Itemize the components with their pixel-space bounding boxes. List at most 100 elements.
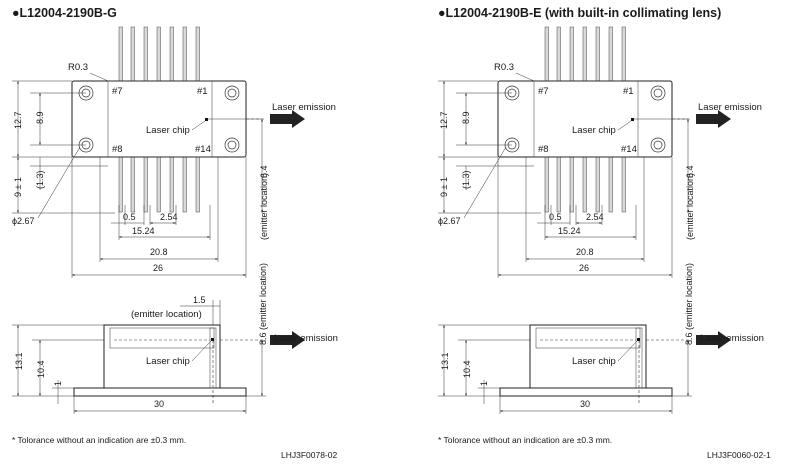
lead-pin bbox=[182, 156, 187, 213]
dim-package-width-26: 26 bbox=[153, 263, 163, 273]
pin1-label: #1 bbox=[197, 86, 208, 97]
lead-pin bbox=[156, 26, 161, 82]
lead-pin bbox=[169, 156, 174, 213]
dim-emitter-height-8-6: 8.6 (emitter location) bbox=[684, 263, 694, 345]
laser-emission-side-arrow bbox=[696, 331, 731, 349]
laser-chip-side-marker bbox=[211, 338, 214, 341]
lead-pin bbox=[544, 156, 549, 213]
pin7-label: #7 bbox=[112, 86, 123, 97]
mounting-hole bbox=[650, 85, 666, 101]
laser-chip-side-marker bbox=[637, 338, 640, 341]
pin-diameter-label: ϕ2.67 bbox=[438, 216, 461, 226]
lead-pin bbox=[544, 26, 549, 82]
lead-pin bbox=[195, 156, 200, 213]
drawing-code: LHJ3F0078-02 bbox=[281, 450, 338, 460]
lead-pin bbox=[118, 156, 123, 213]
drawing-l12004-2190b-g: ●L12004-2190B-G R0.3 #7 #1 #8 #14 Laser … bbox=[12, 6, 338, 460]
dim-package-width-26: 26 bbox=[579, 263, 589, 273]
dim-emitter-height-8-6: 8.6 (emitter location) bbox=[258, 263, 268, 345]
laser-emission-label: Laser emission bbox=[698, 102, 762, 113]
lead-pin bbox=[621, 26, 626, 82]
lead-pin bbox=[608, 26, 613, 82]
laser-chip-side-label: Laser chip bbox=[146, 356, 190, 367]
lead-pin bbox=[556, 26, 561, 82]
corner-radius-label: R0.3 bbox=[494, 62, 514, 73]
upper-pin-row bbox=[544, 26, 626, 82]
drawing-title: ●L12004-2190B-G bbox=[12, 6, 117, 20]
lead-pin bbox=[143, 26, 148, 82]
dim-pin-pitch-2-54: 2.54 bbox=[160, 212, 178, 222]
dim-emitter-6-4: 6.4 bbox=[685, 165, 695, 178]
lead-pin bbox=[582, 26, 587, 82]
lead-pin bbox=[608, 156, 613, 213]
laser-chip-label: Laser chip bbox=[572, 125, 616, 136]
laser-emission-arrow bbox=[270, 110, 305, 128]
dim-hole-span-20-8: 20.8 bbox=[576, 247, 594, 257]
lead-pin bbox=[195, 26, 200, 82]
pin7-label: #7 bbox=[538, 86, 549, 97]
pin14-label: #14 bbox=[195, 144, 211, 155]
lead-pin bbox=[595, 26, 600, 82]
pin-diameter-label: ϕ2.67 bbox=[12, 216, 35, 226]
dim-emitter-location-note: (emitter location) bbox=[685, 173, 695, 240]
dim-standoff-1-3: (1.3) bbox=[35, 170, 45, 189]
lead-pin bbox=[569, 26, 574, 82]
dim-standoff-1-3: (1.3) bbox=[461, 170, 471, 189]
laser-emission-side-label: Laser emission bbox=[274, 333, 338, 344]
upper-pin-row bbox=[118, 26, 200, 82]
dim-height-10-4: 10.4 bbox=[36, 360, 46, 378]
lower-pin-row bbox=[118, 156, 200, 213]
lead-pin bbox=[595, 156, 600, 213]
laser-emission-side-label: Laser emission bbox=[700, 333, 764, 344]
dim-total-height-13-1: 13.1 bbox=[440, 352, 450, 370]
lead-pin bbox=[143, 156, 148, 213]
dim-emitter-6-4: 6.4 bbox=[259, 165, 269, 178]
dim-pin-length-9: 9 ± 1 bbox=[13, 177, 23, 197]
dim-pin-width-0-5: 0.5 bbox=[549, 212, 562, 222]
dim-total-height-13-1: 13.1 bbox=[14, 352, 24, 370]
emitter-location-side-label: (emitter location) bbox=[131, 309, 202, 320]
package-base-flange bbox=[73, 387, 247, 397]
dim-flange-1: 1 bbox=[53, 381, 63, 386]
package-base-flange bbox=[499, 387, 673, 397]
dim-hole-pitch-8-9: 8.9 bbox=[461, 111, 471, 124]
lead-pin bbox=[118, 26, 123, 82]
dim-hole-pitch-8-9: 8.9 bbox=[35, 111, 45, 124]
dim-base-width-30: 30 bbox=[580, 399, 590, 409]
corner-radius-label: R0.3 bbox=[68, 62, 88, 73]
lead-pin bbox=[569, 156, 574, 213]
pin8-label: #8 bbox=[538, 144, 549, 155]
laser-emission-side-arrow bbox=[270, 331, 305, 349]
lead-pin bbox=[556, 156, 561, 213]
dim-height-10-4: 10.4 bbox=[462, 360, 472, 378]
lead-pin bbox=[621, 156, 626, 213]
laser-chip-label: Laser chip bbox=[146, 125, 190, 136]
laser-emission-label: Laser emission bbox=[272, 102, 336, 113]
dim-emitter-offset-1-5: 1.5 bbox=[193, 295, 206, 305]
dim-flange-1: 1 bbox=[479, 381, 489, 386]
dim-pin-width-0-5: 0.5 bbox=[123, 212, 136, 222]
laser-chip-marker bbox=[205, 118, 208, 121]
lead-pin bbox=[130, 26, 135, 82]
pin14-label: #14 bbox=[621, 144, 637, 155]
lead-pin bbox=[130, 156, 135, 213]
dim-hole-span-20-8: 20.8 bbox=[150, 247, 168, 257]
tolerance-note: * Tolorance without an indication are ±0… bbox=[438, 435, 612, 445]
package-side-view bbox=[529, 324, 647, 389]
drawing-l12004-2190b-e: ●L12004-2190B-E (with built-in collimati… bbox=[438, 6, 771, 460]
dim-pin-length-9: 9 ± 1 bbox=[439, 177, 449, 197]
laser-chip-side-label: Laser chip bbox=[572, 356, 616, 367]
drawing-title: ●L12004-2190B-E (with built-in collimati… bbox=[438, 6, 721, 20]
dim-height-12-7: 12.7 bbox=[13, 111, 23, 129]
mounting-hole bbox=[224, 85, 240, 101]
dim-pin-span-15-24: 15.24 bbox=[558, 226, 581, 236]
laser-chip-marker bbox=[631, 118, 634, 121]
dim-height-12-7: 12.7 bbox=[439, 111, 449, 129]
dim-base-width-30: 30 bbox=[154, 399, 164, 409]
dim-pin-pitch-2-54: 2.54 bbox=[586, 212, 604, 222]
tolerance-note: * Tolorance without an indication are ±0… bbox=[12, 435, 186, 445]
dim-emitter-location-note: (emitter location) bbox=[259, 173, 269, 240]
pin8-label: #8 bbox=[112, 144, 123, 155]
lead-pin bbox=[582, 156, 587, 213]
